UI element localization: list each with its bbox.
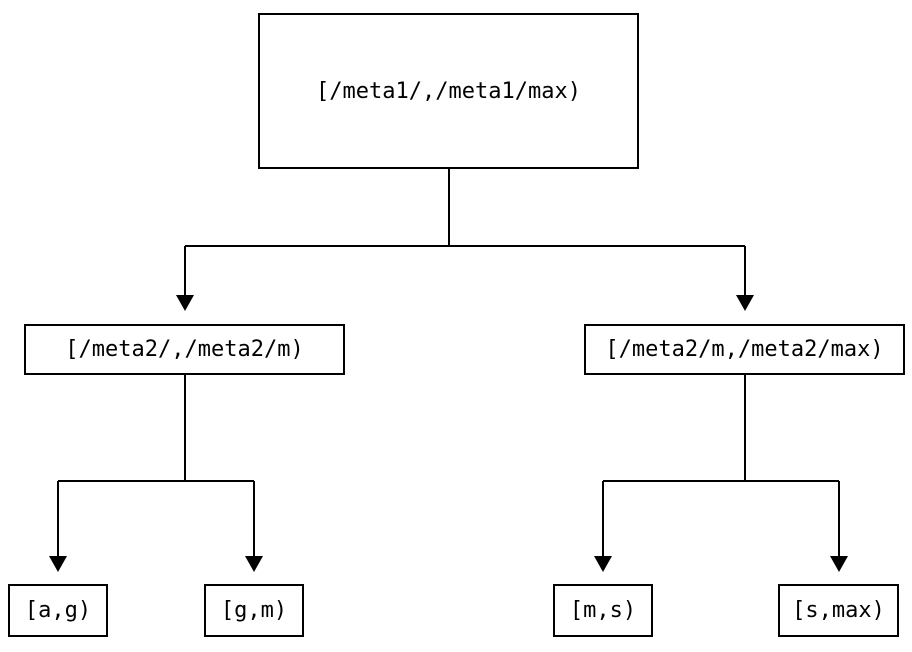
node-label: [/meta2/m,/meta2/max) (605, 337, 884, 362)
node-meta2-left-range: [/meta2/,/meta2/m) (24, 324, 345, 375)
arrow-down-icon (736, 295, 754, 311)
node-label: [s,max) (792, 598, 885, 623)
arrow-down-icon (245, 556, 263, 572)
node-label: [/meta1/,/meta1/max) (316, 78, 581, 104)
node-root-meta1-range: [/meta1/,/meta1/max) (258, 13, 639, 169)
node-leaf-m-s: [m,s) (553, 584, 653, 637)
arrow-down-icon (176, 295, 194, 311)
node-label: [m,s) (569, 598, 637, 623)
node-leaf-g-m: [g,m) (204, 584, 304, 637)
arrow-down-icon (594, 556, 612, 572)
node-leaf-a-g: [a,g) (8, 584, 108, 637)
node-meta2-right-range: [/meta2/m,/meta2/max) (584, 324, 905, 375)
node-leaf-s-max: [s,max) (778, 584, 899, 637)
arrow-down-icon (830, 556, 848, 572)
node-label: [g,m) (220, 598, 288, 623)
arrow-down-icon (49, 556, 67, 572)
node-label: [/meta2/,/meta2/m) (65, 337, 304, 362)
node-label: [a,g) (24, 598, 92, 623)
